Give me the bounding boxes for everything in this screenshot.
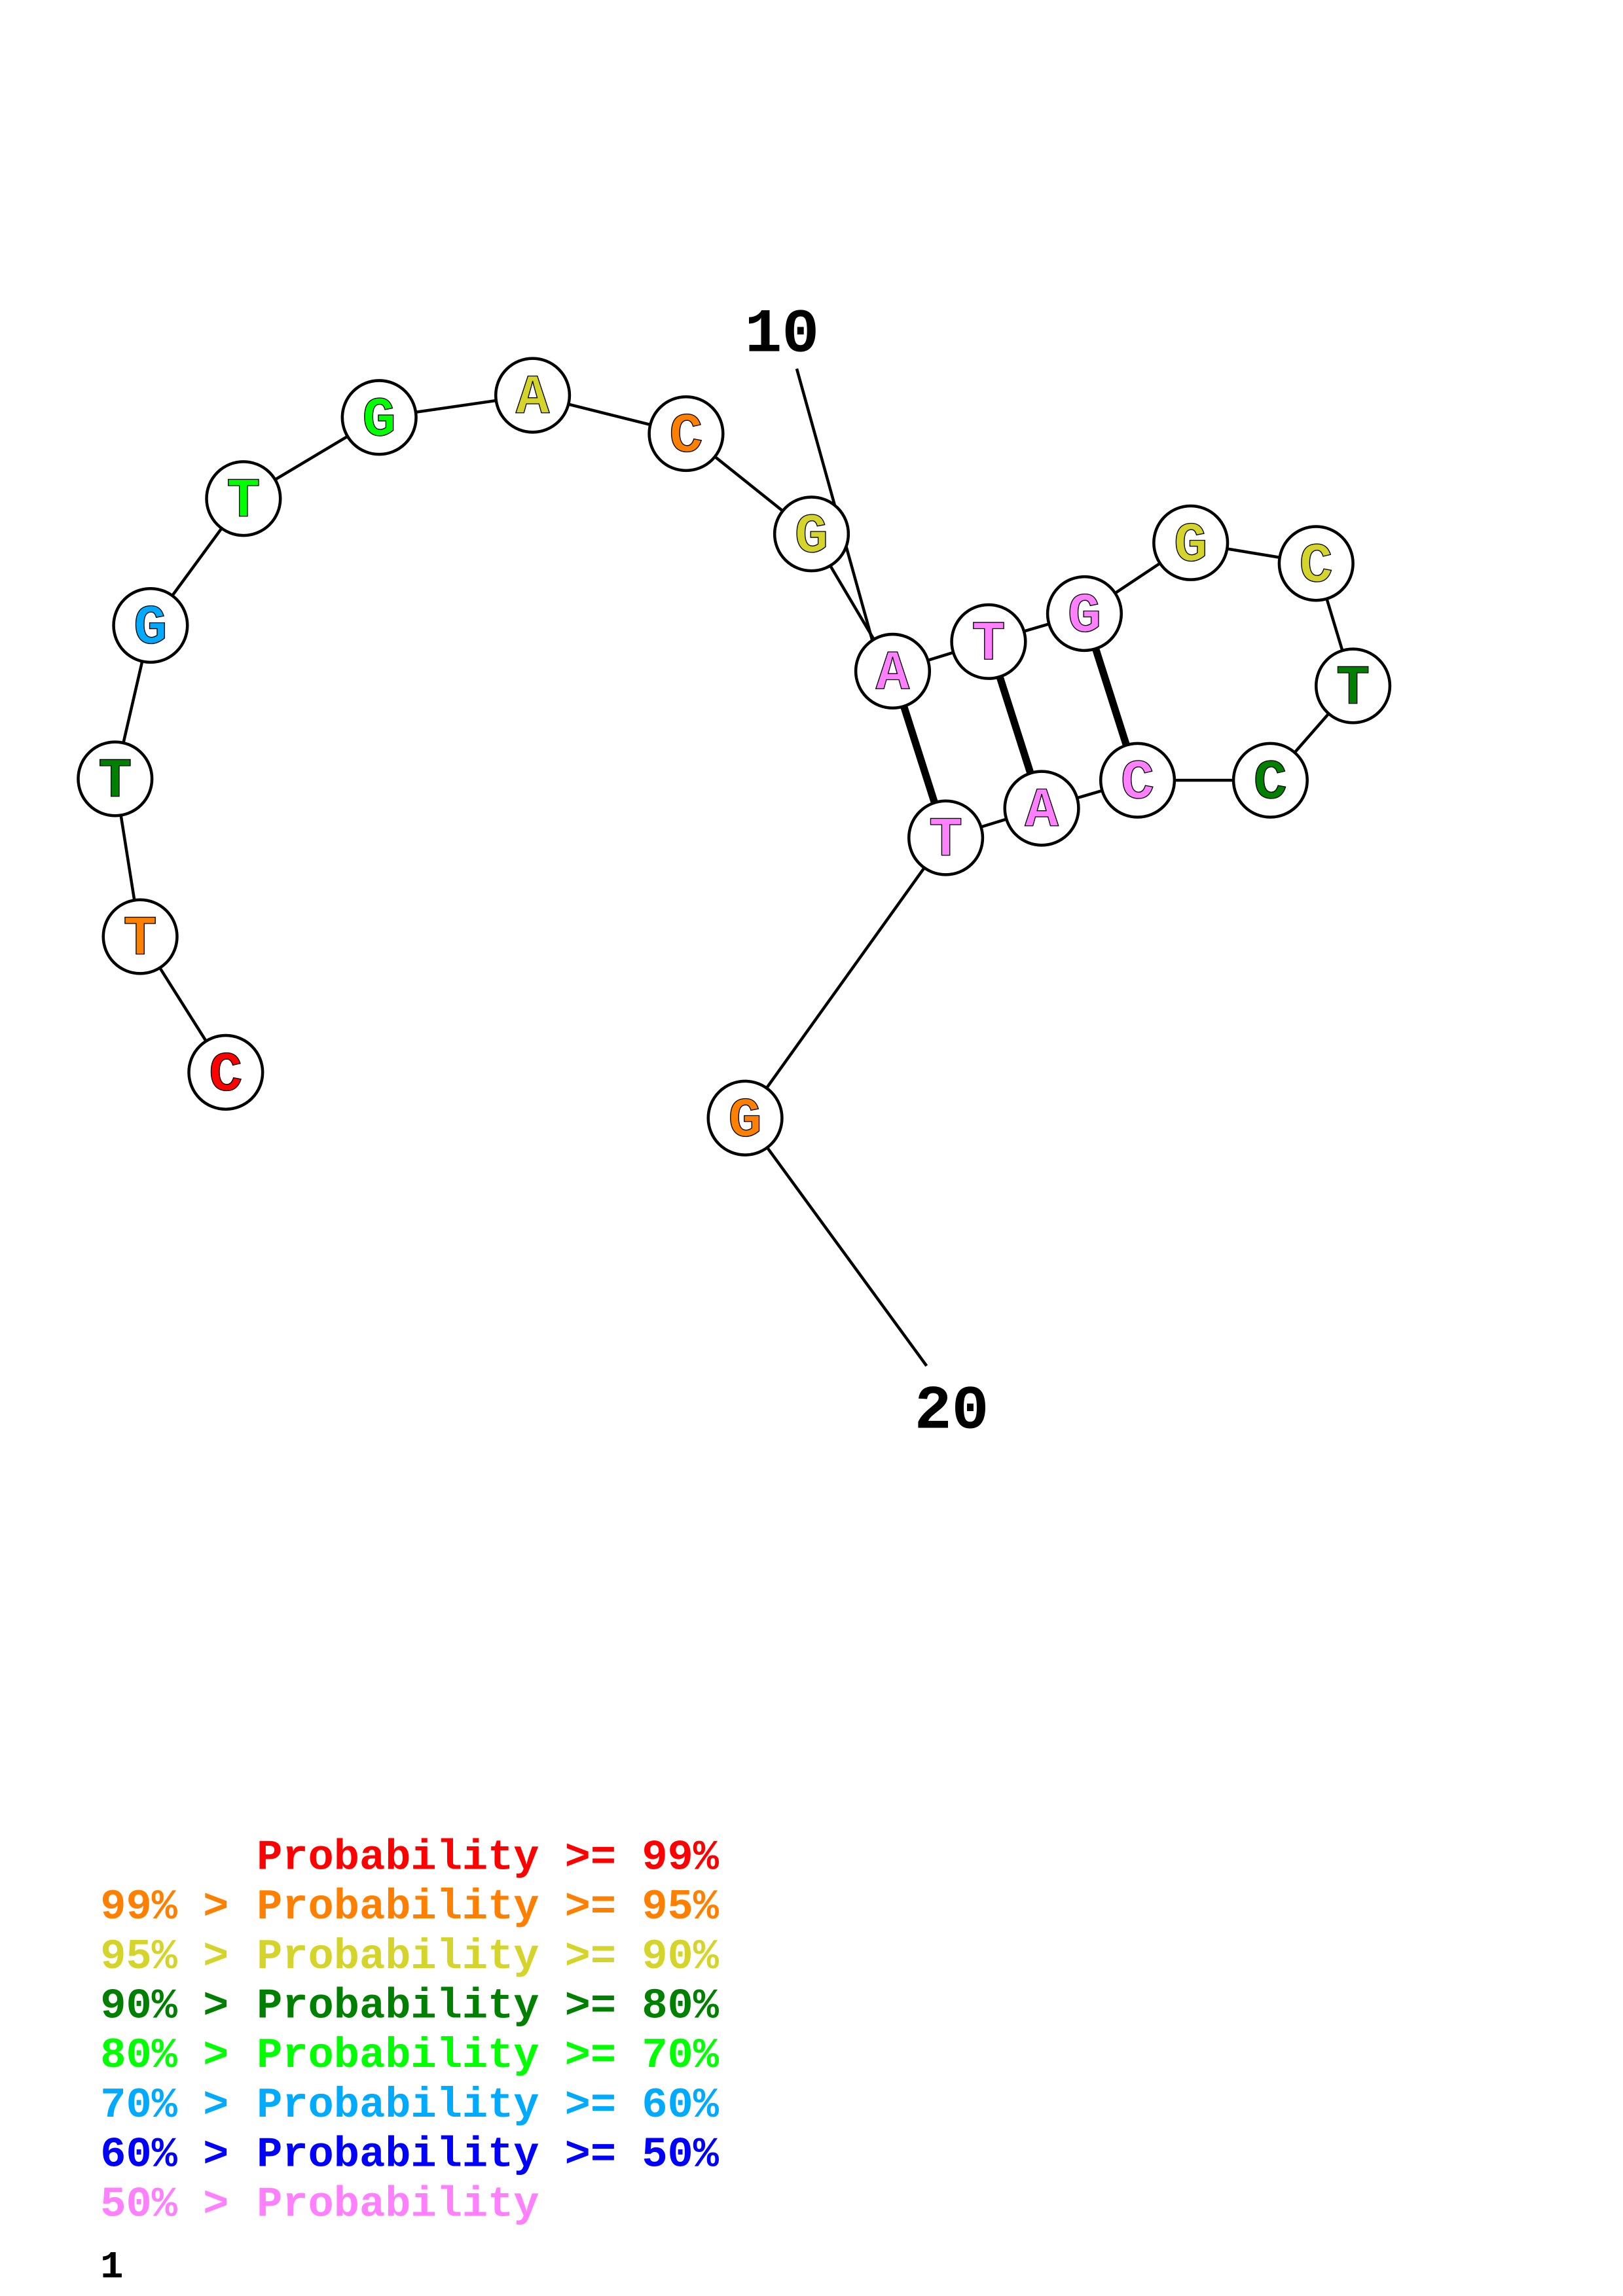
position-labels: 10 20 (745, 300, 989, 1446)
nucleotide-letter: G (1068, 585, 1101, 649)
nucleotide-node: G (773, 495, 850, 573)
nucleotide-node: A (854, 632, 932, 709)
nucleotide-letter: C (209, 1043, 242, 1107)
nucleotide-node: G (112, 586, 189, 664)
nucleotide-circle (647, 395, 725, 473)
nucleotide-letter: T (929, 809, 962, 872)
nucleotide-circle (854, 632, 932, 709)
nucleotide-letter: A (516, 367, 550, 430)
legend-prefix: 99% > (100, 1883, 228, 1931)
nucleotide-letter: C (669, 405, 702, 469)
legend-prefix: 95% > (100, 1933, 228, 1981)
nucleotide-circle (112, 586, 189, 664)
nucleotide-circle (1003, 770, 1080, 847)
legend-label: Probability >= 99% (257, 1833, 720, 1882)
nucleotide-letter: C (1254, 751, 1287, 815)
legend-label: Probability >= 95% (257, 1883, 720, 1931)
legend-prefix: 60% > (100, 2131, 228, 2179)
nucleotide-circle (494, 357, 572, 434)
nucleotide-circle (77, 740, 154, 817)
nucleotide-node: G (340, 379, 418, 456)
nucleotide-circle (340, 379, 418, 456)
nucleotide-node: C (1231, 742, 1309, 819)
nucleotide-node: A (494, 357, 572, 434)
nucleotide-letter: T (1336, 657, 1370, 721)
nucleotide-letter: C (1300, 535, 1333, 598)
legend-prefix: 90% > (100, 1982, 228, 2031)
nucleotide-circle (1152, 504, 1230, 581)
page-number: 1 (100, 2246, 123, 2289)
nucleotide-node: T (77, 740, 154, 817)
nucleotide-letter: C (1121, 751, 1154, 815)
nucleotide-node: T (101, 898, 179, 975)
nucleotide-letter: G (362, 389, 395, 452)
nucleotide-node: C (647, 395, 725, 473)
nucleotide-letter: G (795, 505, 828, 569)
legend-prefix: 80% > (100, 2032, 228, 2080)
nucleotide-letter: T (227, 470, 260, 533)
probability-legend: Probability >= 99% 99% > Probability >= 95… (100, 1833, 719, 2229)
legend-label: Probability >= 90% (257, 1933, 720, 1981)
legend-prefix: 70% > (100, 2081, 228, 2130)
legend-prefix: 50% > (100, 2180, 228, 2229)
nucleotide-circle (907, 799, 985, 876)
position-label: 20 (915, 1377, 989, 1447)
nucleotide-node: G (1046, 575, 1123, 653)
nucleotide-circle (1046, 575, 1123, 653)
nucleotide-letter: T (123, 908, 156, 971)
legend-label: Probability >= 70% (257, 2032, 720, 2080)
legend-label: Probability >= 60% (257, 2081, 720, 2130)
nucleotide-node: G (706, 1079, 784, 1157)
nucleotide-circle (706, 1079, 784, 1157)
backbone-segment (744, 836, 947, 1119)
nucleotide-letter: G (1174, 514, 1207, 577)
nucleotide-circle (1099, 742, 1176, 819)
nucleotide-circle (187, 1033, 264, 1111)
nucleotide-circle (950, 603, 1027, 680)
nucleotide-node: C (1099, 742, 1176, 819)
nucleotide-letter: A (876, 642, 910, 706)
nucleotide-node: G (1152, 504, 1230, 581)
nucleotide-node: C (1277, 525, 1355, 602)
nucleotide-circle (101, 898, 179, 975)
nucleotide-node: T (205, 460, 282, 537)
nucleotide-circle (1231, 742, 1309, 819)
nucleotide-circle (773, 495, 850, 573)
nucleotide-letter: T (972, 613, 1005, 676)
nucleotide-letter: G (728, 1089, 761, 1153)
legend-label: Probability (257, 2180, 539, 2229)
legend-label: Probability >= 50% (257, 2131, 720, 2179)
position-label: 10 (745, 300, 820, 370)
nucleotide-node: A (1003, 770, 1080, 847)
nucleotide-letter: A (1025, 780, 1059, 843)
nucleotide-circle (1277, 525, 1355, 602)
nucleotide-letter: G (134, 597, 167, 660)
nucleotide-circle (205, 460, 282, 537)
nucleotide-node: C (187, 1033, 264, 1111)
nucleotide-node: T (907, 799, 985, 876)
legend-label: Probability >= 80% (257, 1982, 720, 2031)
position-label-tick (766, 1146, 928, 1367)
nucleotide-node: T (950, 603, 1027, 680)
nucleotide-letter: T (98, 750, 132, 814)
nucleotide-circle (1314, 647, 1392, 725)
nucleotide-node: T (1314, 647, 1392, 725)
